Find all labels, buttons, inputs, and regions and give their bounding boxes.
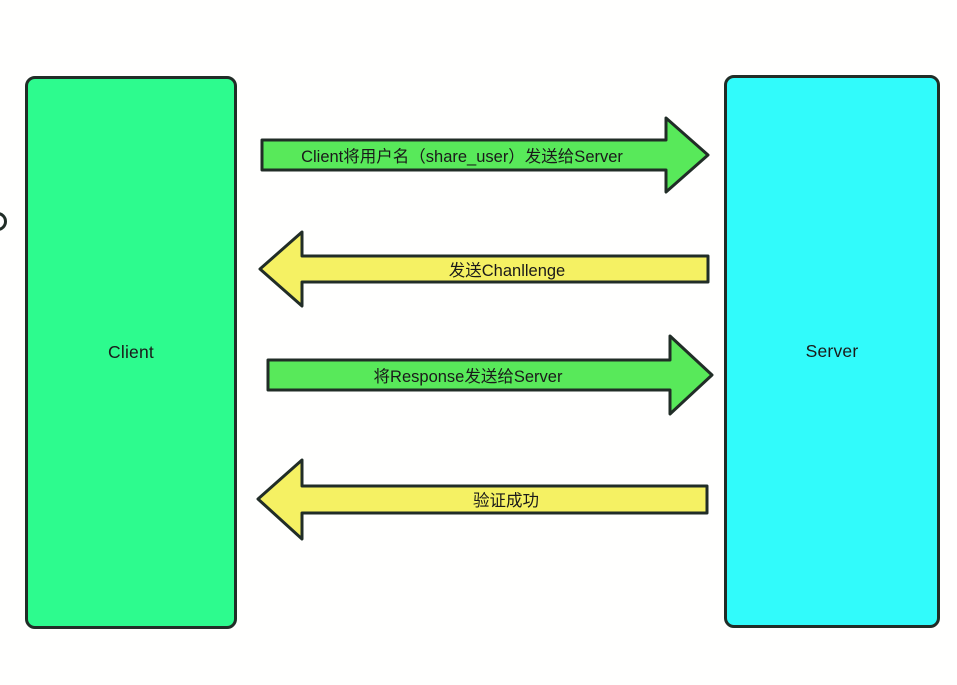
server-node: Server	[724, 75, 940, 628]
right-arrow-shape	[266, 334, 714, 416]
left-arrow-shape	[258, 230, 710, 308]
arrow-send-challenge-label: 发送Chanllenge	[448, 262, 566, 280]
edge-circle-mark	[0, 212, 7, 231]
arrow-send-username: Client将用户名（share_user）发送给Server	[260, 116, 710, 194]
left-arrow-shape	[256, 458, 709, 541]
arrow-send-username-label: Client将用户名（share_user）发送给Server	[301, 148, 623, 166]
right-arrow-shape	[260, 116, 710, 194]
arrow-send-response: 将Response发送给Server	[266, 333, 716, 417]
client-node-label: Client	[108, 342, 154, 362]
arrow-send-challenge: 发送Chanllenge	[258, 228, 710, 310]
client-node: Client	[25, 76, 237, 629]
arrow-auth-success-label: 验证成功	[473, 492, 539, 510]
server-node-label: Server	[805, 341, 859, 361]
arrow-auth-success: 验证成功	[256, 456, 710, 542]
arrow-send-response-label: 将Response发送给Server	[373, 368, 563, 386]
